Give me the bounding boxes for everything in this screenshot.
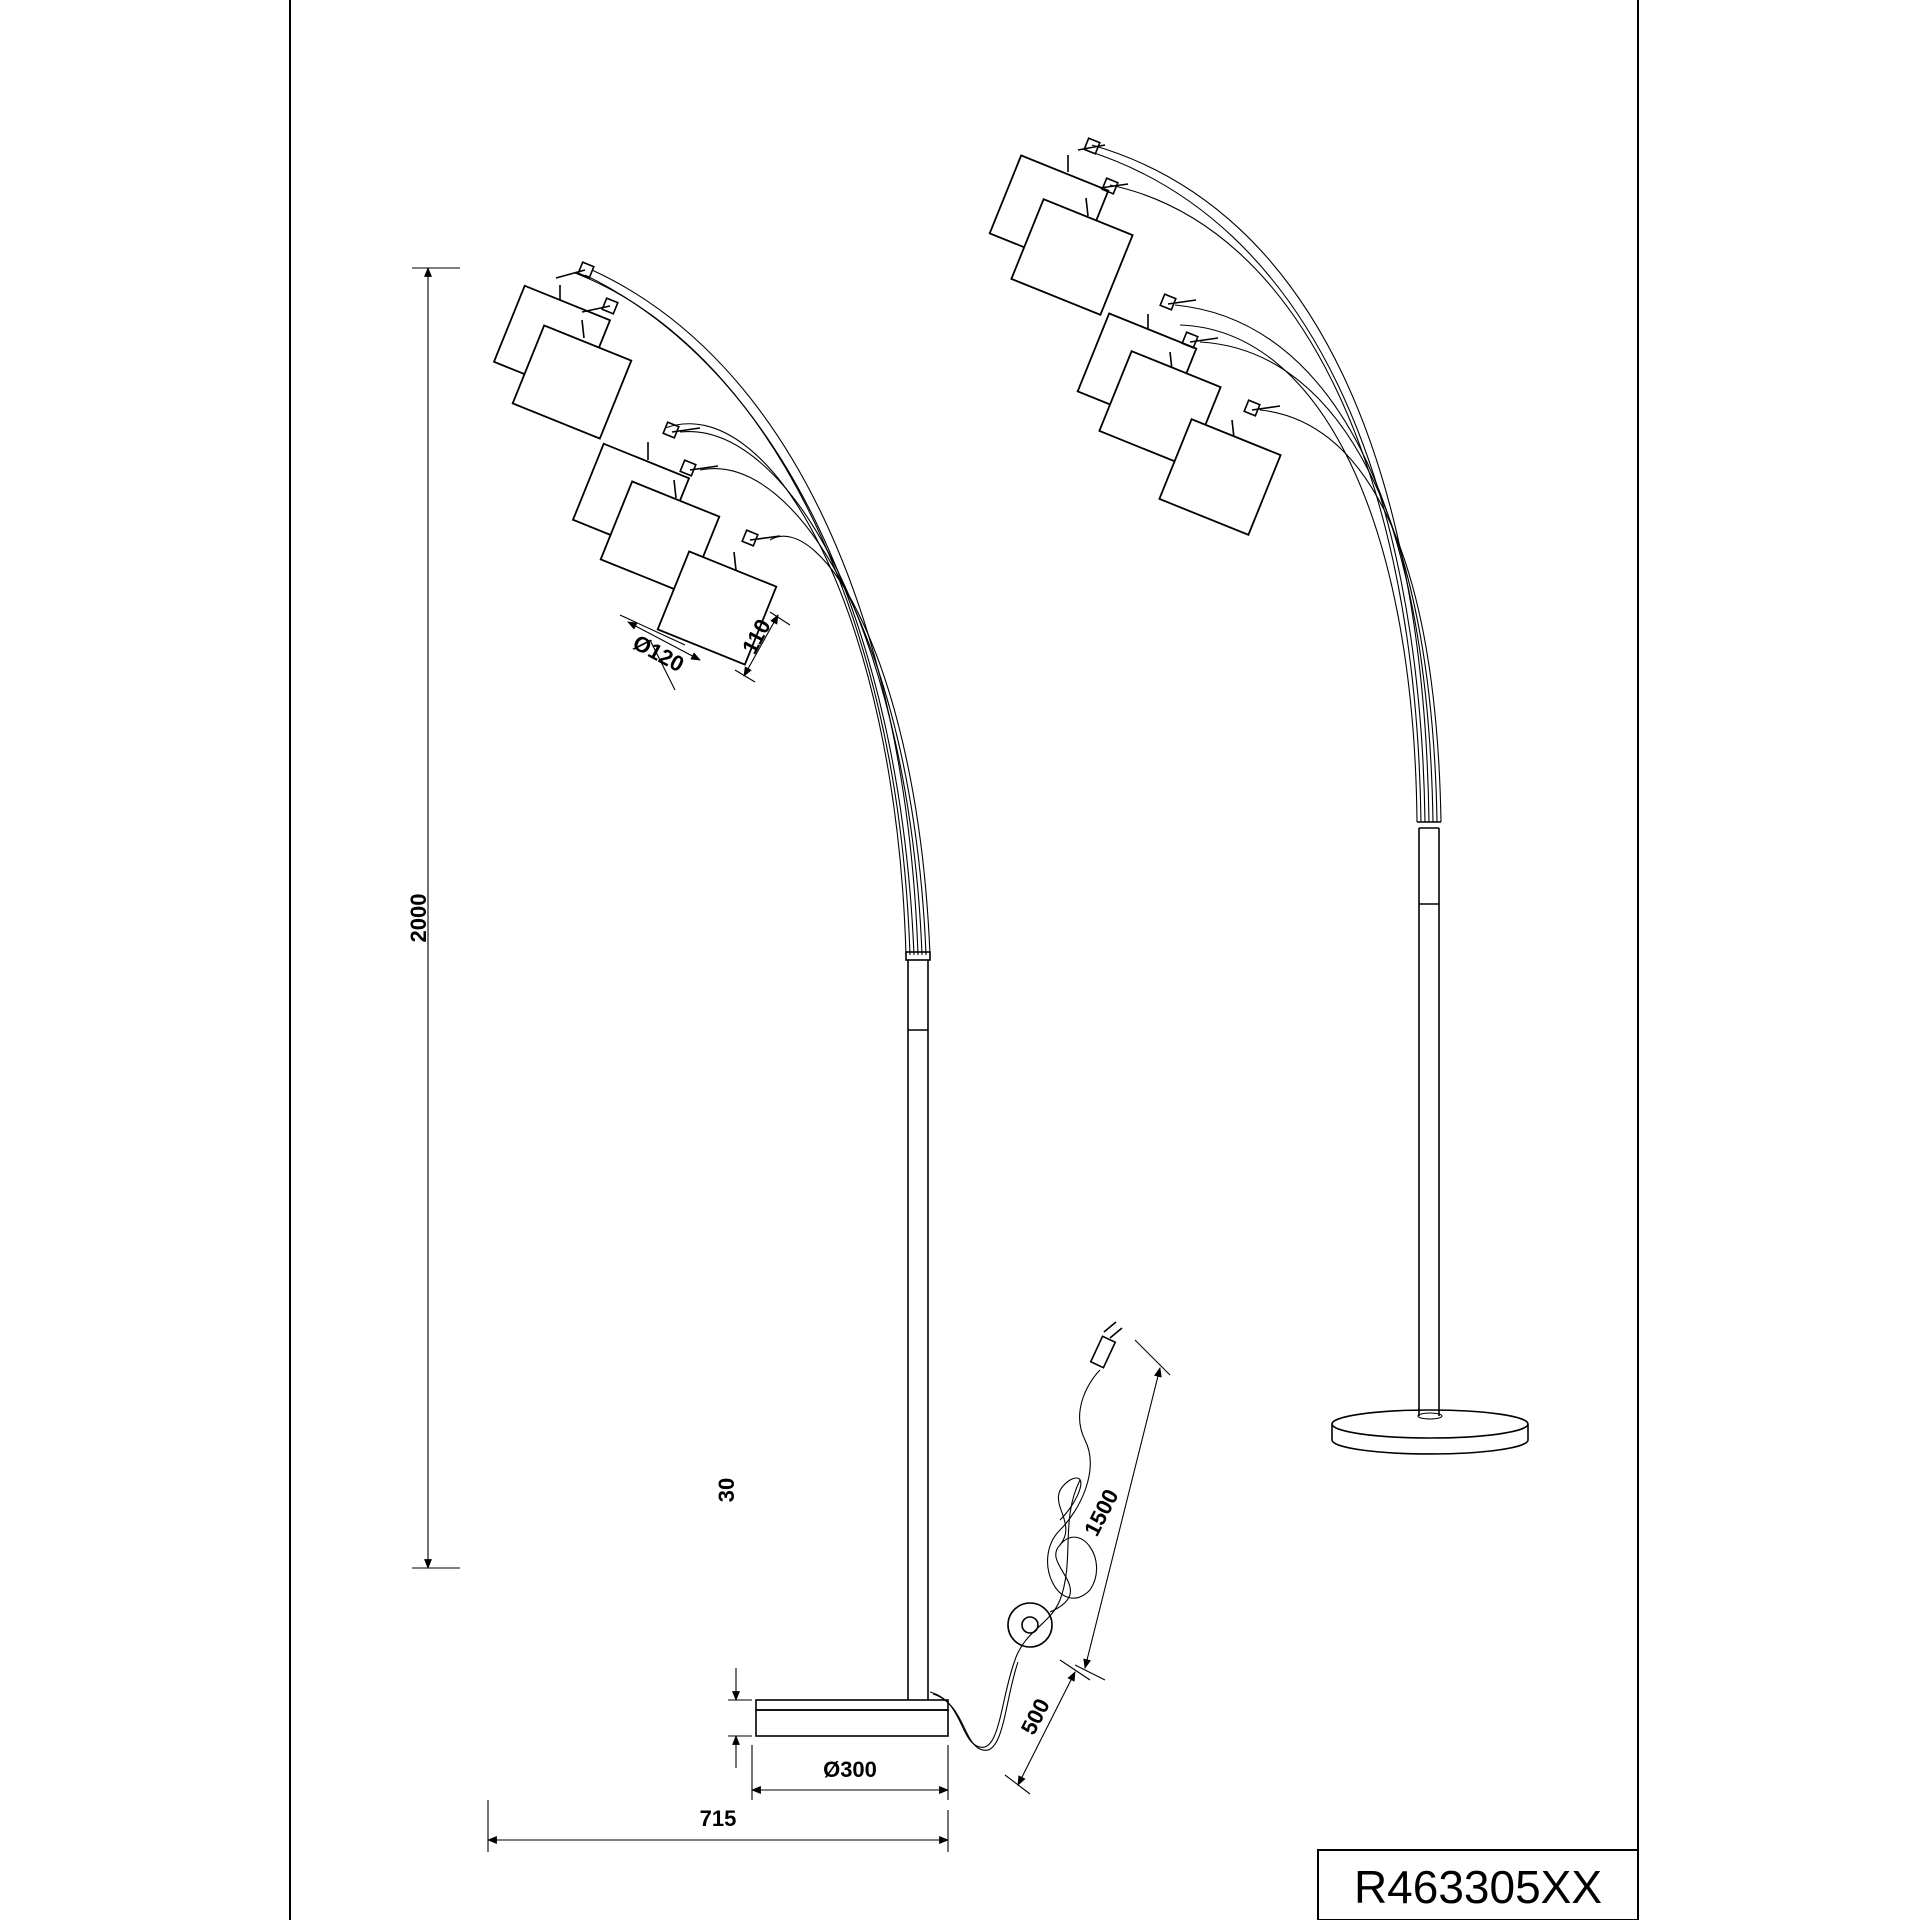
dimension-total-width: 715 bbox=[487, 1800, 949, 1852]
front-view-lamp bbox=[988, 137, 1529, 1455]
dimension-base-diameter-label: Ø300 bbox=[823, 1757, 877, 1782]
lamp-shade bbox=[511, 297, 633, 440]
plug-icon bbox=[1089, 1321, 1123, 1369]
lamp-shade bbox=[1158, 399, 1282, 537]
dimension-cable-plug: 1500 bbox=[1074, 1339, 1171, 1681]
model-number-box: R463305XX bbox=[1317, 1849, 1639, 1920]
dimension-total-width-label: 715 bbox=[700, 1806, 737, 1831]
drawing-frame bbox=[289, 0, 1639, 1920]
dimension-height: 2000 bbox=[406, 267, 460, 1569]
lamp-arms bbox=[574, 269, 931, 956]
lamp-base bbox=[755, 1699, 949, 1737]
side-view-lamp bbox=[492, 261, 1123, 1751]
foot-switch bbox=[1007, 1602, 1053, 1648]
lamp-shade bbox=[1010, 177, 1134, 317]
lamp-arms bbox=[1084, 144, 1442, 823]
lamp-pole bbox=[905, 951, 931, 1700]
model-number: R463305XX bbox=[1354, 1861, 1602, 1913]
dimension-base-height: 30 bbox=[714, 1478, 752, 1768]
dimension-cable-switch-label: 500 bbox=[1016, 1695, 1055, 1739]
lamp-base bbox=[1331, 1409, 1529, 1455]
lamp-pole bbox=[1417, 821, 1441, 1416]
dimension-cable-switch: 500 bbox=[1004, 1659, 1091, 1795]
dimension-base-diameter: Ø300 bbox=[751, 1745, 949, 1800]
dimension-base-height-label: 30 bbox=[714, 1478, 739, 1502]
dimension-cable-plug-label: 1500 bbox=[1079, 1485, 1123, 1540]
dimension-height-label: 2000 bbox=[406, 894, 431, 943]
